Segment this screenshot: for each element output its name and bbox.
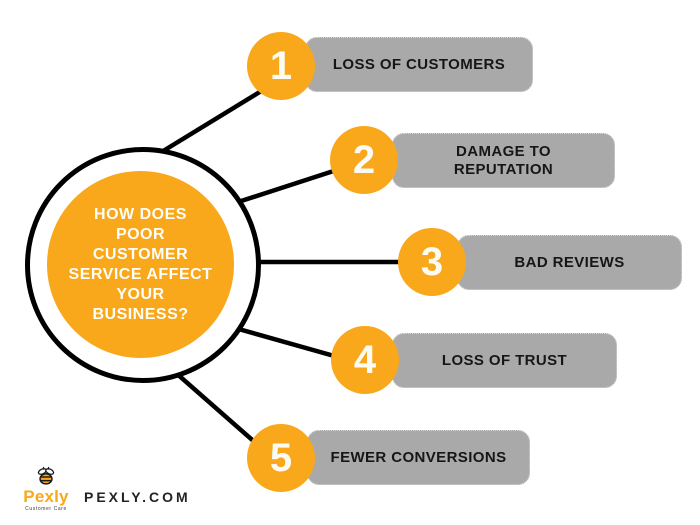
item-bar-4: LOSS OF TRUST (392, 333, 617, 388)
item-number-circle-3: 3 (398, 228, 466, 296)
item-label-1: LOSS OF CUSTOMERS (332, 55, 506, 73)
item-number-3: 3 (420, 239, 444, 284)
hub-title: HOW DOES POOR CUSTOMER SERVICE AFFECT YO… (69, 205, 213, 325)
item-bar-3: BAD REVIEWS (457, 235, 682, 290)
hub-title-line: SERVICE AFFECT (68, 265, 213, 283)
connector-line-1 (153, 80, 278, 158)
hub-title-line: YOUR (116, 285, 165, 303)
logo-website-text: PEXLY.COM (84, 489, 191, 505)
item-number-circle-1: 1 (247, 32, 315, 100)
item-bar-2: DAMAGE TO REPUTATION (392, 133, 615, 188)
item-number-2: 2 (352, 137, 376, 182)
item-number-circle-5: 5 (247, 424, 315, 492)
logo-brand-text: Pexly (23, 487, 69, 506)
item-bar-5: FEWER CONVERSIONS (307, 430, 530, 485)
item-bar-1: LOSS OF CUSTOMERS (305, 37, 533, 92)
item-label-4: LOSS OF TRUST (441, 351, 568, 369)
item-number-circle-2: 2 (330, 126, 398, 194)
item-number-circle-4: 4 (331, 326, 399, 394)
bee-icon (37, 466, 55, 485)
logo-tagline: Customer Care (25, 506, 67, 512)
connector-line-5 (166, 364, 260, 447)
item-label-3: BAD REVIEWS (514, 253, 625, 271)
hub-title-line: HOW DOES (94, 205, 187, 223)
item-label-2: DAMAGE TO REPUTATION (453, 142, 554, 178)
hub-title-line: POOR (115, 225, 166, 243)
hub-title-line: BUSINESS? (92, 305, 189, 323)
item-number-1: 1 (269, 43, 293, 88)
hub-circle: HOW DOES POOR CUSTOMER SERVICE AFFECT YO… (47, 171, 234, 358)
item-label-5: FEWER CONVERSIONS (330, 448, 507, 466)
hub-title-line: CUSTOMER (92, 245, 189, 263)
logo-mark: Pexly Customer Care (20, 466, 72, 512)
item-number-5: 5 (269, 435, 293, 480)
footer-logo: Pexly Customer Care PEXLY.COM (20, 466, 191, 512)
item-number-4: 4 (353, 337, 377, 382)
